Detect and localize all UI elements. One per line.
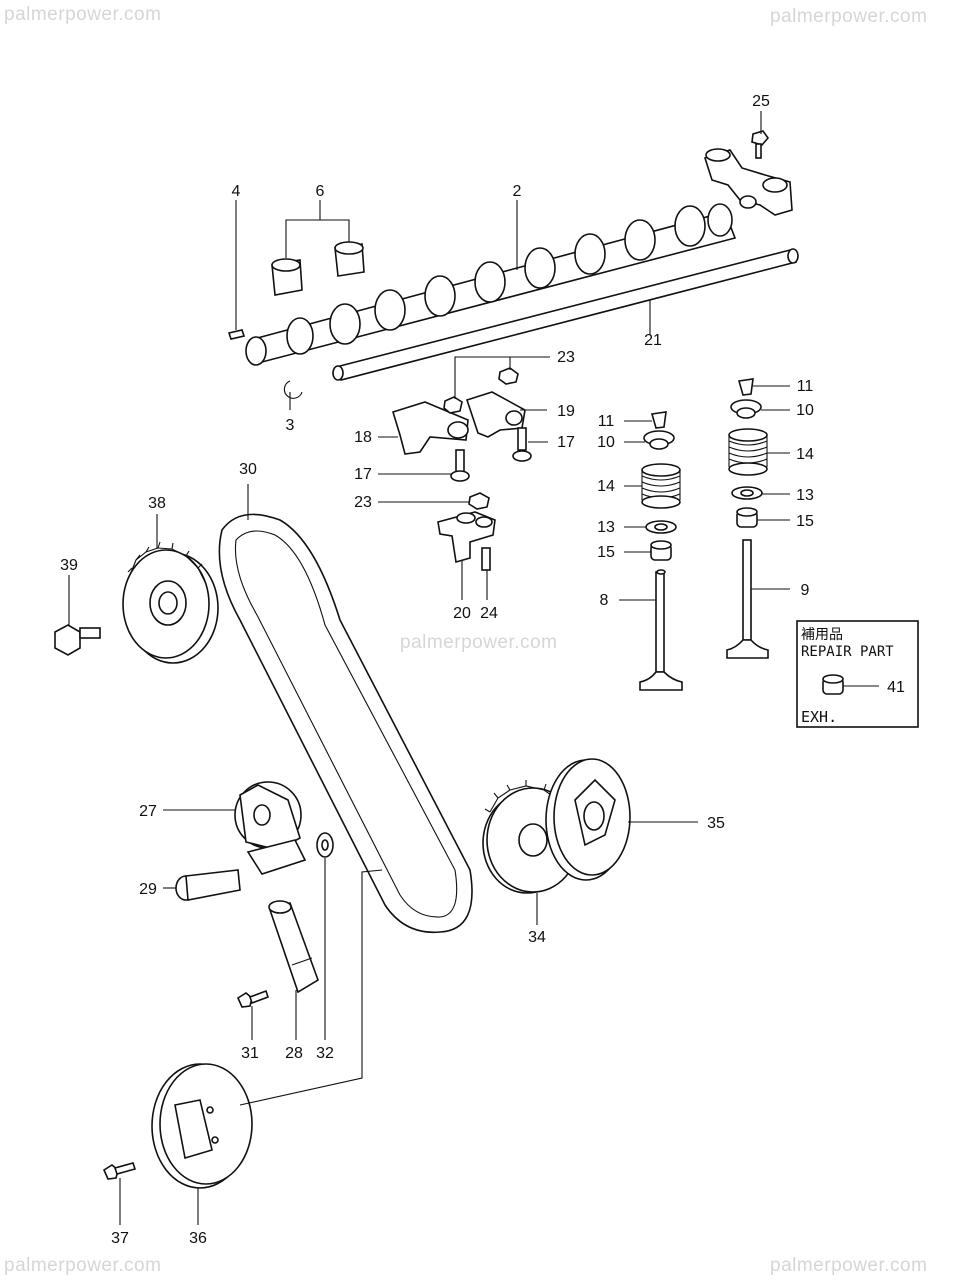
bolt-31 (236, 989, 270, 1008)
callout-39: 39 (60, 557, 78, 574)
damper-pulley (151, 1063, 253, 1189)
callout-32: 32 (316, 1045, 334, 1062)
valve-spring-14a (641, 463, 681, 509)
spring-retainer-10b (730, 399, 762, 419)
callout-8: 8 (600, 592, 609, 609)
valve-seal-15b (736, 507, 758, 528)
tensioner-pulley (234, 781, 307, 875)
valve-seal-15a (650, 540, 672, 561)
callout-13-right: 13 (796, 487, 814, 504)
leader-lines (68, 111, 879, 1225)
callout-23-lower: 23 (354, 494, 372, 511)
callout-9: 9 (801, 582, 810, 599)
callout-14-left: 14 (597, 478, 615, 495)
timing-belt (218, 513, 473, 934)
callout-24: 24 (480, 605, 498, 622)
rocker-shaft (332, 248, 799, 381)
callout-17-left: 17 (354, 466, 372, 483)
nut-23b (498, 367, 519, 385)
repair-part-title-jp: 補用品 (801, 627, 843, 643)
valve-cotter-11b (737, 378, 754, 396)
cam-pulley (122, 541, 219, 664)
rocker-bracket (703, 148, 793, 216)
watermark-center: palmerpower.com (400, 632, 558, 653)
callout-31: 31 (241, 1045, 259, 1062)
rocker-arm-19 (465, 391, 526, 438)
nut-23c (468, 492, 490, 510)
bolt-37 (102, 1162, 137, 1180)
tensioner-spring-28 (268, 900, 319, 994)
valve-spring-14b (728, 428, 768, 476)
callout-30: 30 (239, 461, 257, 478)
stud-24 (481, 547, 491, 571)
callout-13-left: 13 (597, 519, 615, 536)
callout-numbers: 25 4 6 2 21 3 23 19 18 17 17 23 20 24 30… (60, 93, 905, 1247)
rocker-arm-18 (392, 401, 469, 455)
callout-15-left: 15 (597, 544, 615, 561)
callout-38: 38 (148, 495, 166, 512)
callout-25: 25 (752, 93, 770, 110)
watermark-top-right: palmerpower.com (770, 6, 928, 27)
repair-part-note: EXH. (801, 708, 837, 726)
cam-bearings (271, 241, 365, 296)
adjust-screw-17a (512, 427, 532, 462)
callout-10-right: 10 (796, 402, 814, 419)
callout-27: 27 (139, 803, 157, 820)
callout-28: 28 (285, 1045, 303, 1062)
valve-8 (639, 569, 683, 691)
spring-retainer-10a (643, 430, 675, 450)
callout-17-right: 17 (557, 434, 575, 451)
repair-part-box (796, 620, 919, 728)
callout-4: 4 (232, 183, 241, 200)
callout-35: 35 (707, 815, 725, 832)
callout-41: 41 (887, 679, 905, 696)
callout-19: 19 (557, 403, 575, 420)
camshaft (245, 203, 737, 366)
callout-11-left: 11 (598, 413, 615, 430)
adjust-screw-17b (450, 449, 470, 482)
washer-32 (316, 832, 334, 858)
callout-21: 21 (644, 332, 662, 349)
watermark-bottom-right: palmerpower.com (770, 1255, 928, 1276)
callout-36: 36 (189, 1230, 207, 1247)
callout-10-left: 10 (597, 434, 615, 451)
spring-seat-13b (731, 486, 763, 500)
callout-6: 6 (316, 183, 325, 200)
callout-2: 2 (513, 183, 522, 200)
shaft-support (437, 511, 496, 564)
woodruff-key (227, 329, 246, 340)
callout-23-top: 23 (557, 349, 575, 366)
valve-cotter-11a (650, 411, 667, 429)
watermark-bottom-left: palmerpower.com (4, 1255, 162, 1276)
bolt-25 (751, 130, 770, 159)
callout-11-right: 11 (797, 378, 814, 395)
callout-18: 18 (354, 429, 372, 446)
crank-pulley-35 (545, 758, 631, 881)
repair-part-title-en: REPAIR PART (801, 644, 894, 660)
valve-9 (726, 539, 769, 659)
snap-ring (283, 380, 303, 399)
callout-37: 37 (111, 1230, 129, 1247)
bolt-39 (54, 624, 101, 656)
nut-23a (443, 396, 463, 414)
callout-34: 34 (528, 929, 546, 946)
tensioner-bolt-29 (175, 869, 241, 901)
callout-20: 20 (453, 605, 471, 622)
callout-15-right: 15 (796, 513, 814, 530)
callout-3: 3 (286, 417, 295, 434)
spring-seat-13a (645, 520, 677, 534)
watermark-top-left: palmerpower.com (4, 4, 162, 25)
callout-14-right: 14 (796, 446, 814, 463)
valve-seal-41 (822, 674, 844, 695)
callout-29: 29 (139, 881, 157, 898)
